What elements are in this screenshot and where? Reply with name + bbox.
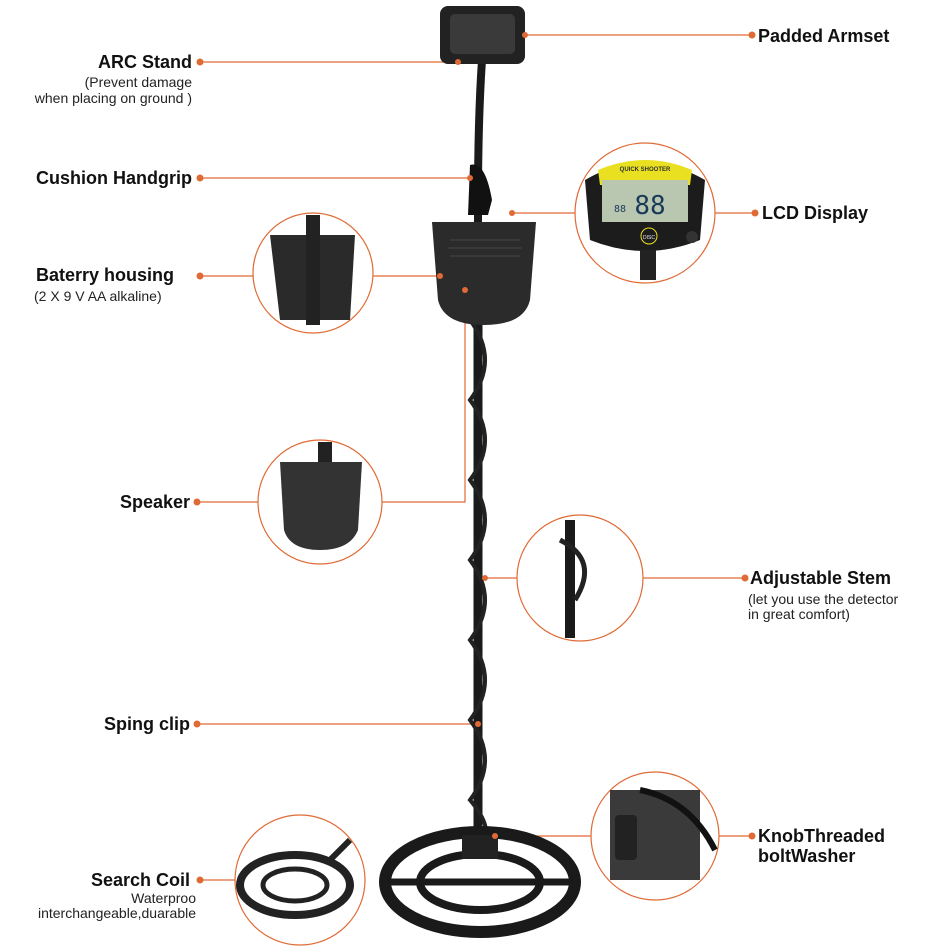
label-adjustable-stem: Adjustable Stem	[750, 568, 892, 588]
label-knob-line-1: KnobThreaded	[758, 826, 886, 846]
label-cushion-handgrip: Cushion Handgrip	[36, 168, 192, 188]
adjustable-stem-note-1: (let you use the detector	[748, 591, 899, 607]
label-search-coil: Search Coil	[90, 870, 190, 890]
adjustable-stem-note-2: in great comfort)	[748, 606, 850, 622]
handgrip	[468, 164, 492, 215]
label-arc-stand: ARC Stand	[98, 52, 192, 72]
label-spring-clip: Sping clip	[103, 714, 190, 734]
coil-cable	[467, 318, 488, 842]
label-padded-armset: Padded Armset	[758, 26, 890, 46]
battery-inset	[270, 215, 355, 325]
control-box	[432, 222, 536, 325]
label-battery-housing: Baterry housing	[36, 265, 175, 285]
lcd-inset: QUICK SHOOTER 88 88 DISC	[585, 160, 705, 280]
svg-text:88: 88	[634, 191, 665, 221]
svg-text:DISC: DISC	[643, 235, 655, 241]
coil-inset	[236, 837, 354, 919]
leader-dots	[193, 31, 759, 884]
label-knob-line-2: boltWasher	[758, 846, 856, 866]
label-speaker: Speaker	[119, 492, 190, 512]
arc-stand-note-2: when placing on ground )	[34, 90, 192, 106]
speaker-inset	[280, 442, 362, 550]
label-lcd-display: LCD Display	[762, 203, 869, 223]
svg-text:88: 88	[614, 204, 626, 215]
stem-inset	[558, 520, 588, 638]
search-coil-note-1: Waterproo	[131, 890, 196, 906]
battery-housing-note: (2 X 9 V AA alkaline)	[34, 288, 162, 304]
knob-inset	[610, 787, 718, 880]
svg-text:QUICK SHOOTER: QUICK SHOOTER	[620, 167, 671, 173]
search-coil-note-2: interchangeable,duarable	[37, 905, 196, 921]
detector	[379, 6, 581, 938]
arc-stand-note-1: (Prevent damage	[84, 74, 192, 90]
